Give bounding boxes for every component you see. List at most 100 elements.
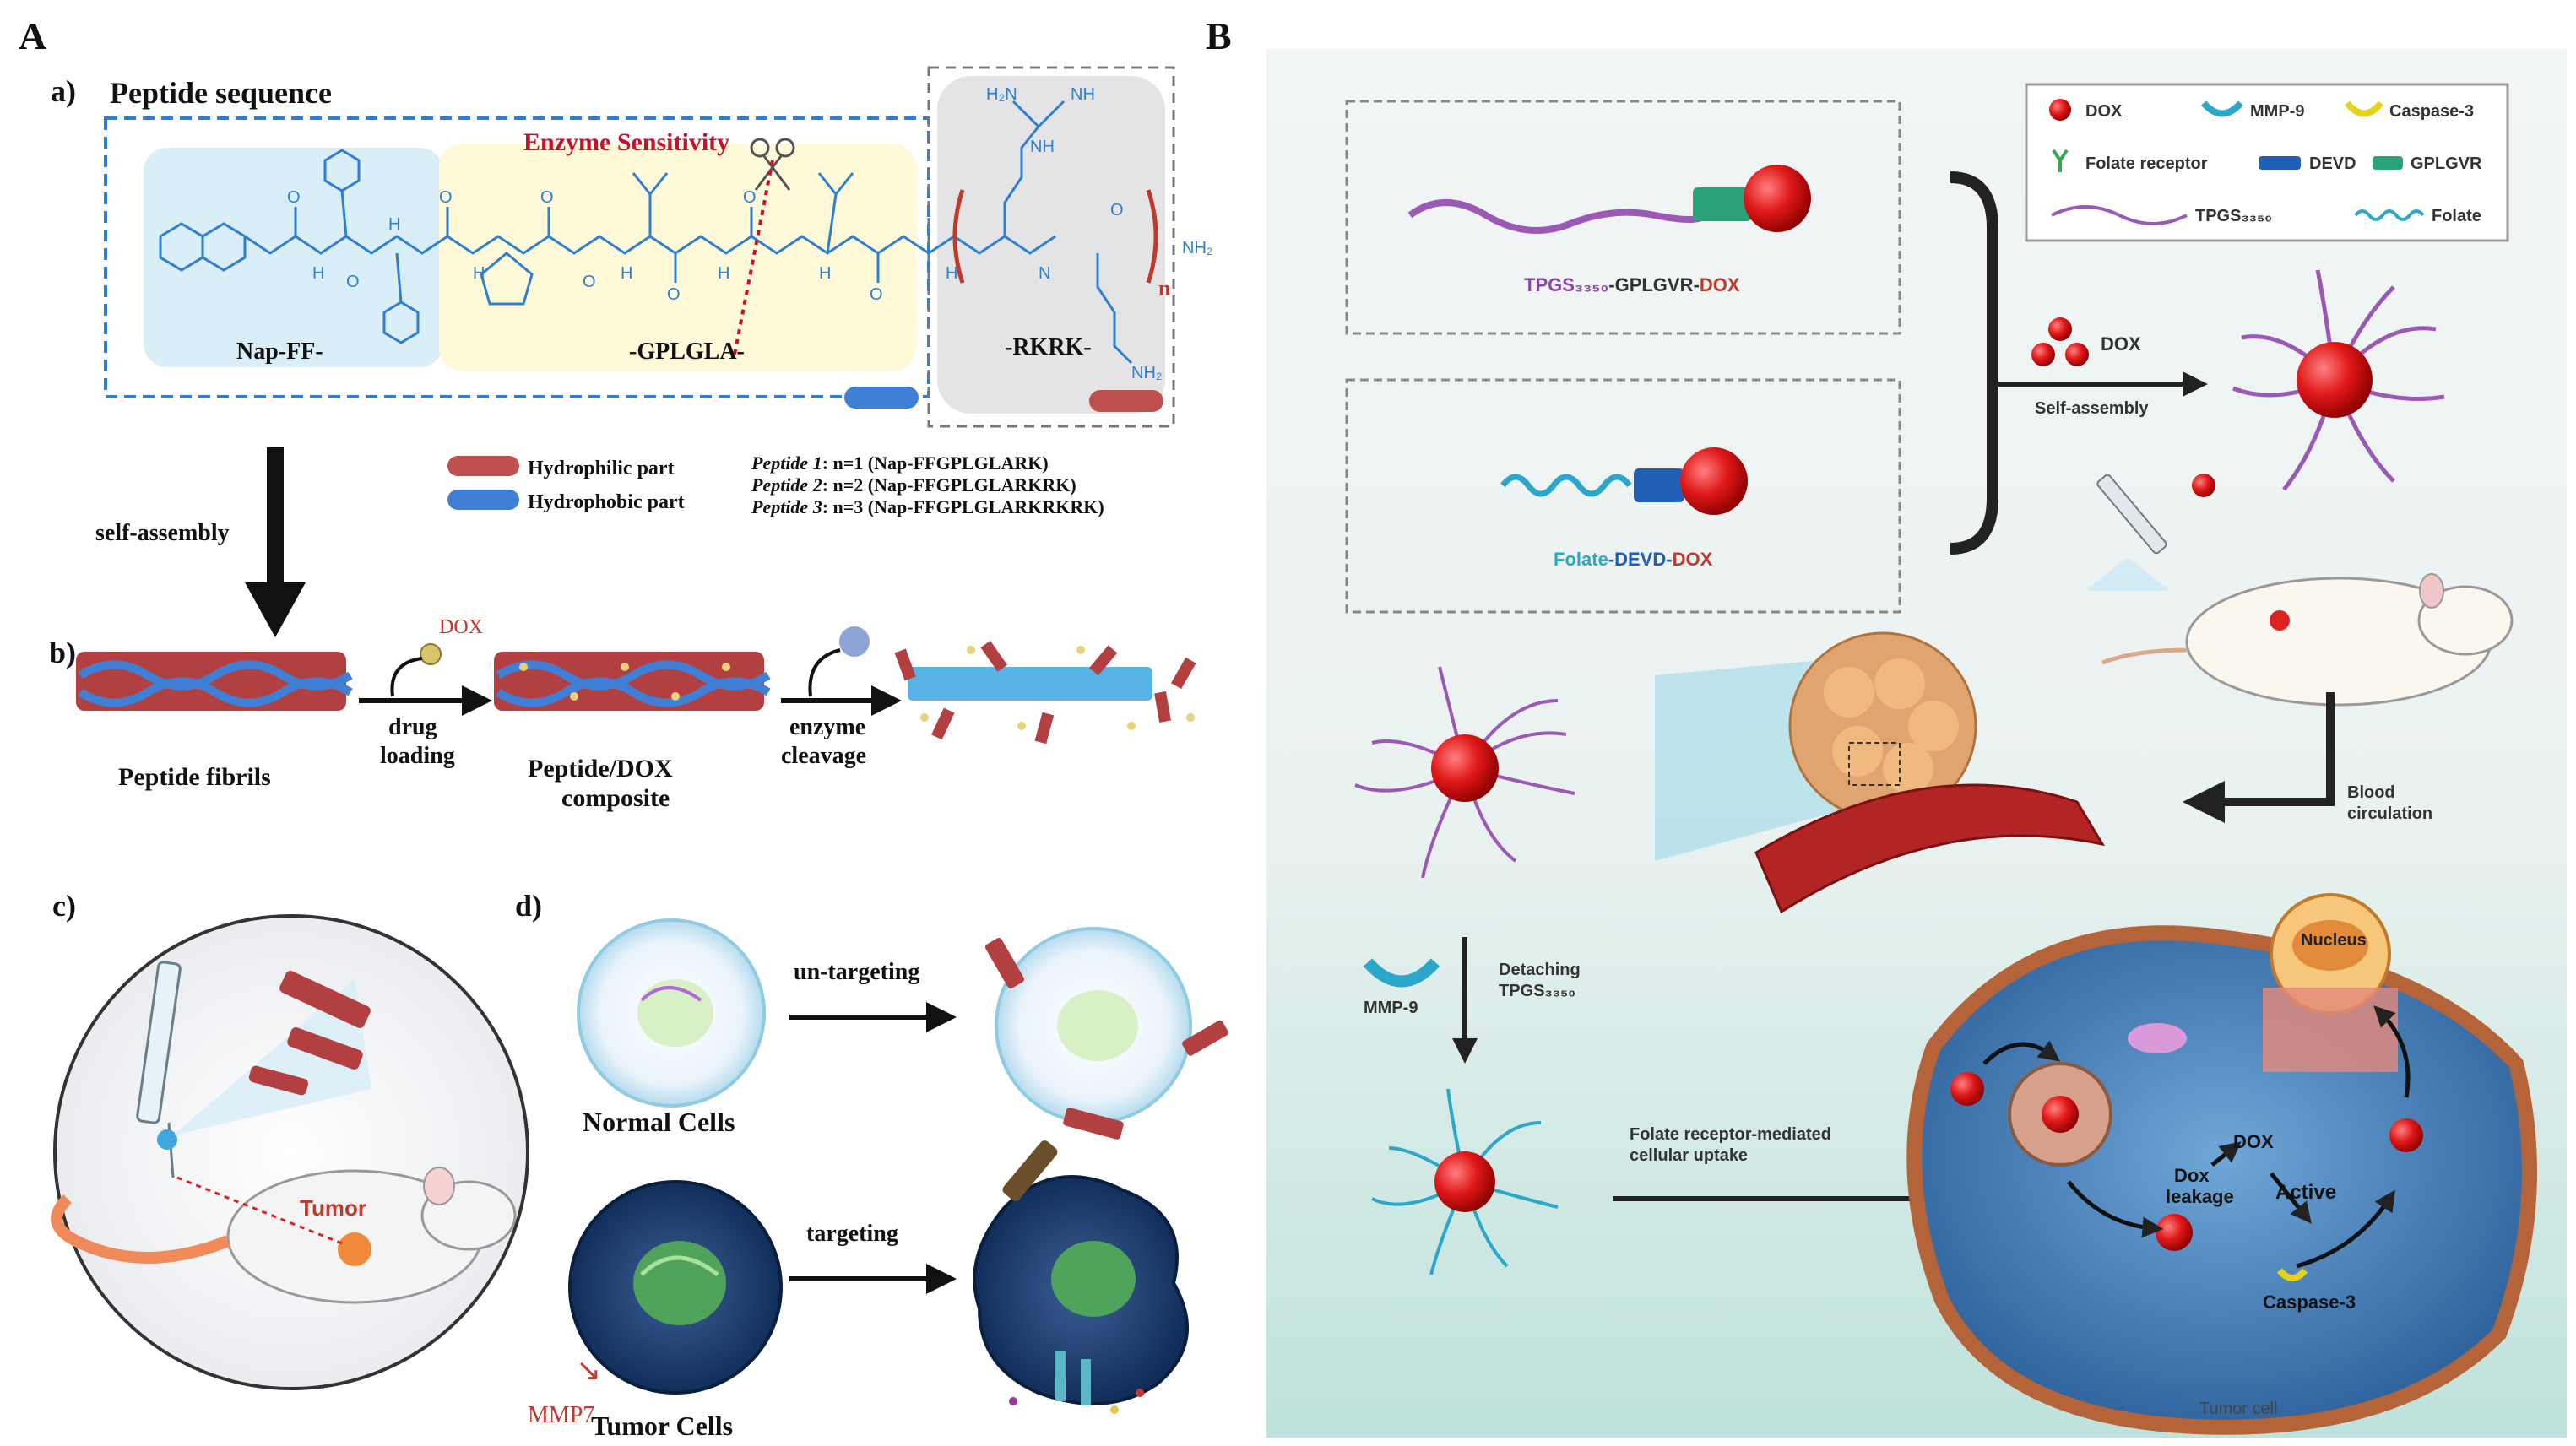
tumor-cells-label: Tumor Cells [591, 1411, 733, 1441]
chem-atom-label: H [473, 264, 485, 283]
legend-folate-receptor: Folate receptor [2085, 154, 2208, 173]
enzyme-icon [839, 626, 870, 657]
tumor-cell-label: Tumor cell [2199, 1400, 2278, 1418]
peptide-1-line: Peptide 1: n=1 (Nap-FFGPLGLARK) [751, 452, 1049, 474]
self-assembly-label: self-assembly [95, 520, 230, 546]
subpanel-b-label: b) [49, 636, 76, 669]
chem-atom-label: O [1110, 201, 1124, 219]
cleaved-fragments-illustration [894, 641, 1196, 745]
cyan-wave-icon [2354, 209, 2425, 221]
chem-atom-label: NH₂ [1182, 239, 1213, 257]
dox-label-b: DOX [439, 616, 483, 638]
chem-atom-label: H₂N [986, 85, 1017, 104]
mmp7-label: MMP7 [528, 1402, 594, 1428]
legend-hydrophilic-swatch [447, 456, 519, 476]
conjugate-2-label: Folate-DEVD-DOX [1554, 549, 1713, 570]
enzyme-cleavage-curve [808, 648, 841, 697]
gplgla-region [439, 144, 916, 371]
active-label: Active [2275, 1181, 2336, 1204]
tumor-cell-illustration [568, 1180, 783, 1395]
blood-circulation-arrow [2183, 692, 2335, 823]
legend-folate: Folate [2432, 207, 2481, 225]
gplgvr-linker [1693, 187, 1752, 221]
caspase3-label: Caspase-3 [2263, 1292, 2356, 1313]
hydrophobic-capsule [844, 387, 919, 409]
normal-cell-illustration [577, 918, 766, 1108]
chem-atom-label: O [439, 188, 453, 207]
rkrk-region [937, 76, 1165, 414]
mmp9-label: MMP-9 [1364, 999, 1418, 1017]
conjugate-box-1 [1345, 100, 1901, 335]
peptide-2-line: Peptide 2: n=2 (Nap-FFGPLGLARKRK) [751, 474, 1076, 496]
legend-mmp9: MMP-9 [2250, 102, 2304, 121]
normal-cell-untargeted-illustration [984, 927, 1228, 1140]
chem-atom-label: H [312, 264, 324, 283]
untargeting-label: un-targeting [794, 959, 919, 985]
peptide-sequence-title: Peptide sequence [110, 76, 332, 110]
chem-atom-label: H [819, 264, 831, 283]
chem-atom-label: O [743, 188, 757, 207]
panel-b-label: B [1206, 14, 1232, 57]
scissors-icon [750, 138, 795, 191]
repeat-brackets [952, 189, 1158, 284]
dox-ball [2031, 343, 2055, 366]
devd-linker [1634, 468, 1684, 502]
blue-bar-icon [2259, 156, 2301, 170]
peptide-box [104, 116, 930, 398]
small-micelle [2192, 474, 2215, 497]
legend-hydrophilic-label: Hydrophilic part [528, 458, 675, 479]
chem-atom-label: H [946, 264, 957, 283]
chem-atom-label: O [870, 285, 883, 304]
legend-devd: DEVD [2309, 154, 2356, 173]
peptide-dox-composite-illustration [494, 652, 771, 711]
legend-dox: DOX [2085, 102, 2123, 121]
intracellular-arrows [1982, 1005, 2411, 1269]
chem-atom-label: O [540, 188, 554, 207]
legend-items: DOX MMP-9 Caspase-3 Folate receptor DEVD… [2049, 99, 2482, 225]
panel-a-label: A [19, 14, 46, 57]
dox-label-self-assembly: DOX [2101, 333, 2141, 355]
subpanel-d-label: d) [515, 889, 542, 923]
mmp7-arrow: ↘ [576, 1352, 601, 1387]
folate-wave [1500, 474, 1632, 497]
micelle-folate [1371, 1088, 1559, 1275]
panel-a: A a) Peptide sequence [19, 14, 1228, 1441]
chem-atom-label: O [583, 273, 596, 291]
legend-hydrophobic-swatch [447, 490, 519, 510]
repeat-subscript-n: n [1158, 276, 1171, 301]
mmp9-enzyme-icon [1363, 958, 1440, 988]
normal-cells-label: Normal Cells [583, 1107, 735, 1137]
purple-chain-icon [2051, 205, 2188, 225]
peptide-structure [159, 100, 1133, 365]
peptide-fibrils-label: Peptide fibrils [118, 763, 271, 791]
chem-atom-label: H [621, 264, 632, 283]
chem-atom-label: N [1039, 264, 1050, 283]
enzyme-sensitivity-label: Enzyme Sensitivity [523, 128, 729, 156]
fibril-fragments-c [248, 971, 371, 1096]
cleavage-line [733, 160, 774, 355]
hydrophilic-capsule [1089, 390, 1163, 412]
nap-ff-region [144, 148, 443, 367]
targeting-label: targeting [806, 1221, 898, 1247]
legend-gplgvr: GPLGVR [2411, 154, 2482, 173]
yellow-cup-icon [2344, 100, 2384, 117]
syringe-icon [136, 961, 182, 1178]
chem-atom-label: NH₂ [1131, 364, 1163, 382]
mouse-illustration-b [2101, 573, 2514, 707]
peptide-fibril-illustration [76, 652, 353, 711]
segment-gplgla-label: -GPLGLA- [629, 338, 745, 365]
subpanel-c-label: c) [52, 889, 76, 923]
chem-atom-label: O [346, 273, 360, 291]
legend-caspase3: Caspase-3 [2389, 102, 2474, 121]
teal-bar-icon [2373, 156, 2403, 170]
subpanel-a-label: a) [51, 74, 76, 108]
cyan-cup-icon [2200, 100, 2244, 117]
tumor-label-c: Tumor [300, 1195, 366, 1221]
syringe-icon-b [2085, 474, 2170, 591]
dox-ball [2065, 343, 2089, 366]
chem-atom-label: NH [1071, 85, 1095, 104]
